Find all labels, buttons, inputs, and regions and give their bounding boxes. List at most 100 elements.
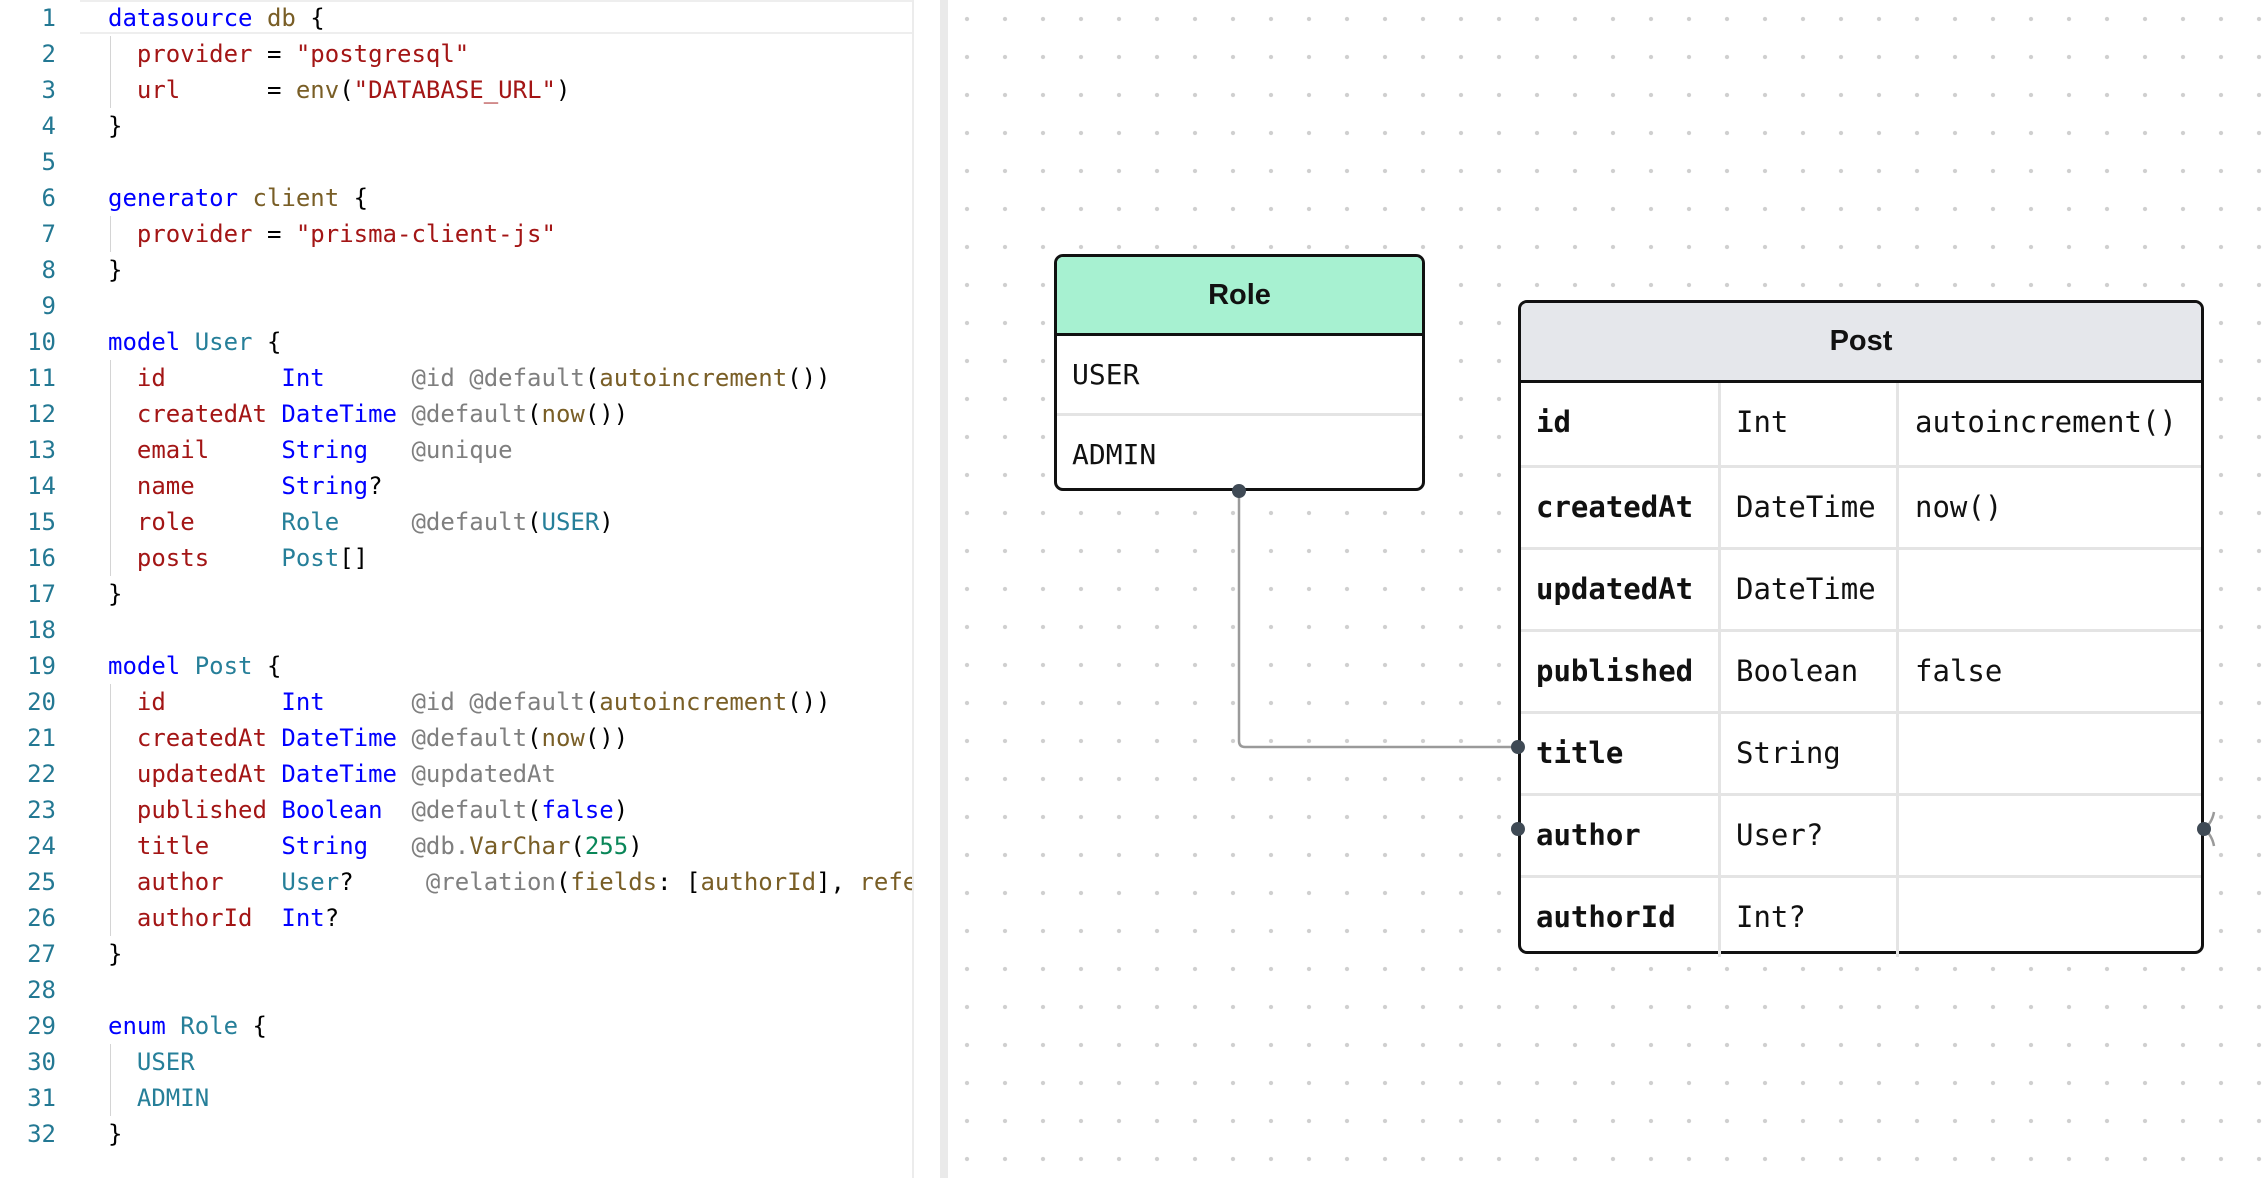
code-token bbox=[108, 832, 137, 860]
code-line: url = env("DATABASE_URL") bbox=[108, 72, 571, 108]
code-token: String bbox=[281, 832, 412, 860]
code-token: createdAt bbox=[136, 400, 282, 428]
code-token: datasource bbox=[108, 4, 253, 32]
code-token: @updatedAt bbox=[411, 760, 556, 788]
code-token: ? bbox=[368, 472, 383, 500]
code-token: published bbox=[136, 796, 282, 824]
code-line: } bbox=[108, 1116, 122, 1152]
field-name: id bbox=[1521, 383, 1721, 465]
code-line: } bbox=[108, 252, 122, 288]
line-number: 8 bbox=[41, 256, 56, 284]
target-handle-post-title[interactable] bbox=[1511, 740, 1525, 754]
code-token bbox=[108, 472, 137, 500]
code-token: now bbox=[541, 400, 585, 428]
code-token: ( bbox=[527, 796, 542, 824]
line-number: 2 bbox=[41, 40, 56, 68]
enum-node-role[interactable]: Role USER ADMIN bbox=[1054, 254, 1425, 491]
code-token bbox=[108, 688, 137, 716]
code-token: = bbox=[252, 220, 296, 248]
code-line: updatedAt DateTime @updatedAt bbox=[108, 756, 556, 792]
field-type: Int? bbox=[1721, 878, 1899, 957]
code-token bbox=[108, 508, 137, 536]
field-type: DateTime bbox=[1721, 550, 1899, 629]
code-token: ) bbox=[555, 76, 571, 104]
code-token: authorId bbox=[136, 904, 282, 932]
line-number: 18 bbox=[27, 616, 56, 644]
code-line: } bbox=[108, 936, 122, 972]
field-default: false bbox=[1915, 654, 2003, 688]
field-type: Boolean bbox=[1721, 632, 1899, 711]
code-token bbox=[108, 1084, 137, 1112]
code-token: posts bbox=[136, 544, 282, 572]
code-line: name String? bbox=[108, 468, 383, 504]
line-number: 30 bbox=[27, 1048, 56, 1076]
code-token: Post bbox=[281, 544, 340, 572]
code-token: ) bbox=[628, 832, 643, 860]
code-token: } bbox=[108, 112, 123, 140]
line-number: 29 bbox=[27, 1012, 56, 1040]
source-handle-role[interactable] bbox=[1232, 484, 1246, 498]
code-token: @default bbox=[411, 400, 528, 428]
code-token: model bbox=[108, 652, 181, 680]
code-token: db bbox=[266, 4, 296, 32]
source-handle-post-author[interactable] bbox=[2197, 822, 2211, 836]
code-token: ? bbox=[339, 868, 426, 896]
code-token: ()) bbox=[584, 400, 629, 428]
code-line: id Int @id @default(autoincrement()) bbox=[108, 360, 831, 396]
code-token: DateTime bbox=[281, 760, 412, 788]
code-line: USER bbox=[108, 1044, 195, 1080]
target-handle-post-author[interactable] bbox=[1511, 822, 1525, 836]
line-number: 24 bbox=[27, 832, 56, 860]
code-token: ()) bbox=[787, 364, 831, 392]
code-token: User bbox=[281, 868, 340, 896]
code-line: posts Post[] bbox=[108, 540, 368, 576]
code-token: User bbox=[194, 328, 253, 356]
line-number: 3 bbox=[41, 76, 56, 104]
code-token: } bbox=[108, 256, 123, 284]
code-token bbox=[108, 724, 137, 752]
pane-divider[interactable] bbox=[940, 0, 948, 1178]
line-number: 13 bbox=[27, 436, 56, 464]
code-token bbox=[253, 4, 267, 32]
field-default bbox=[1899, 796, 2201, 875]
code-token: "DATABASE_URL" bbox=[353, 76, 556, 104]
line-number: 14 bbox=[27, 472, 56, 500]
code-token: 255 bbox=[584, 832, 629, 860]
field-name: updatedAt bbox=[1521, 550, 1721, 629]
code-token: { bbox=[238, 1012, 267, 1040]
code-token: now bbox=[541, 724, 585, 752]
code-token: = bbox=[180, 76, 296, 104]
indent-guide bbox=[110, 216, 111, 252]
code-token: client bbox=[252, 184, 340, 212]
code-line: role Role @default(USER) bbox=[108, 504, 614, 540]
code-token: Post bbox=[194, 652, 253, 680]
line-number: 23 bbox=[27, 796, 56, 824]
indent-guide bbox=[110, 1044, 111, 1116]
code-token: [] bbox=[339, 544, 369, 572]
code-token: USER bbox=[136, 1048, 195, 1076]
code-token bbox=[108, 868, 137, 896]
field-default bbox=[1899, 714, 2201, 793]
current-line-highlight bbox=[80, 0, 914, 34]
code-line: email String @unique bbox=[108, 432, 513, 468]
field-name: authorId bbox=[1521, 878, 1721, 957]
code-token: DateTime bbox=[281, 400, 412, 428]
code-token: ? bbox=[324, 904, 340, 932]
code-token bbox=[238, 184, 252, 212]
field-type: User? bbox=[1721, 796, 1899, 875]
line-number: 15 bbox=[27, 508, 56, 536]
code-token bbox=[108, 220, 137, 248]
field-default: autoincrement() bbox=[1915, 405, 2177, 439]
code-token: @default bbox=[411, 796, 528, 824]
code-token: ( bbox=[584, 688, 600, 716]
code-token: model bbox=[108, 328, 181, 356]
code-token: Int bbox=[281, 904, 325, 932]
code-token bbox=[108, 400, 137, 428]
editor-ruler bbox=[912, 0, 914, 1178]
code-token: @db. bbox=[411, 832, 470, 860]
